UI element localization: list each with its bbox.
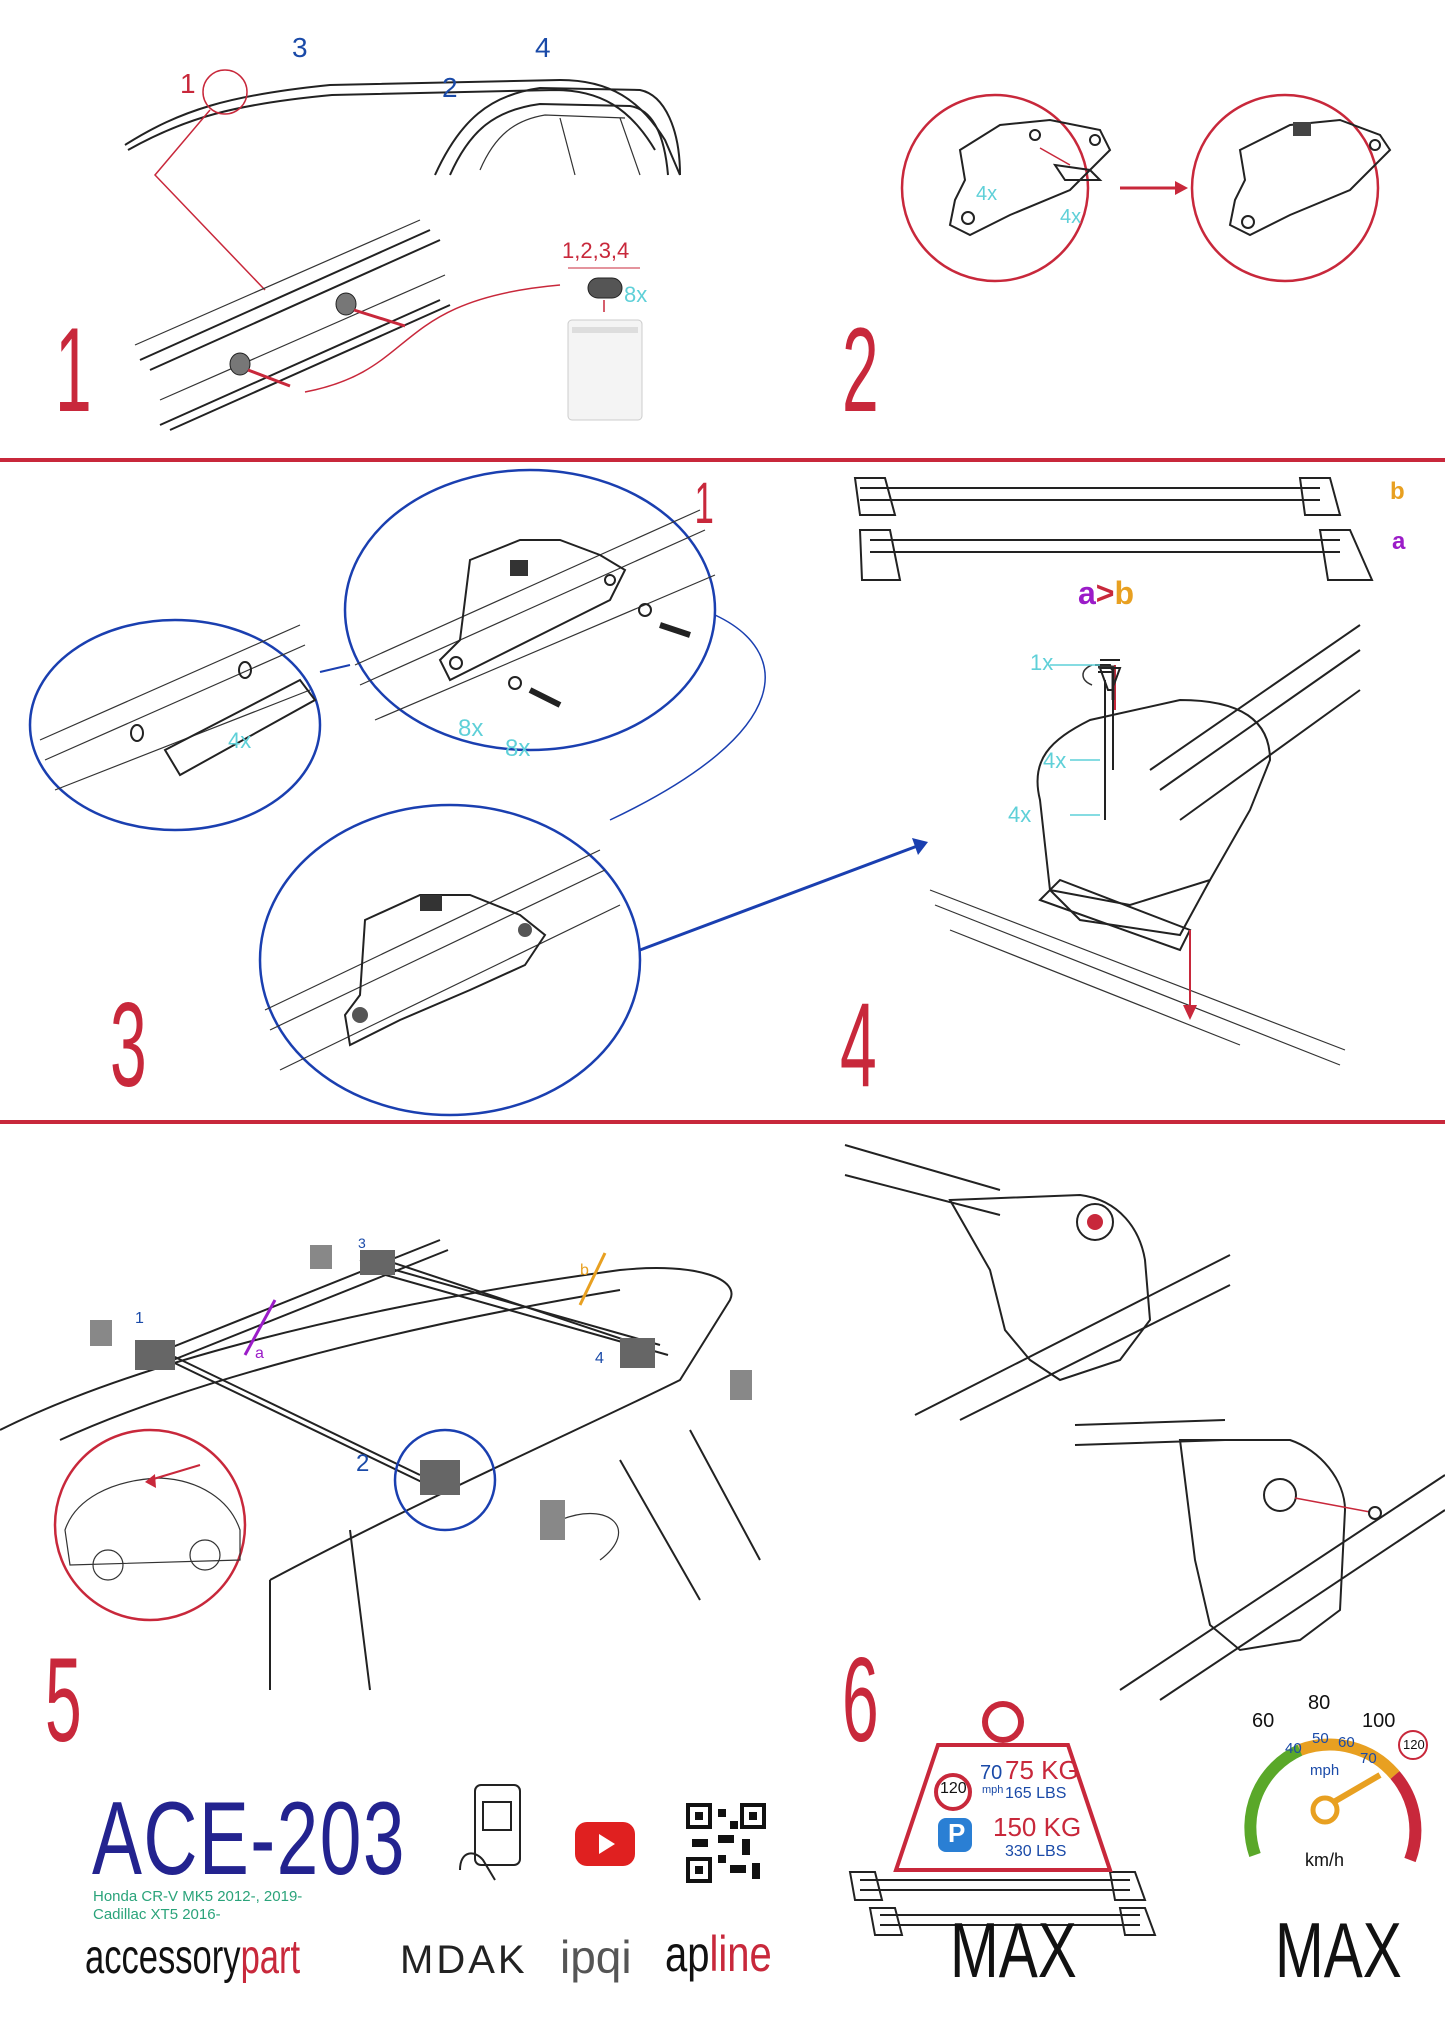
roof-point-1-label: 1 xyxy=(180,68,196,99)
mph-70: 70 xyxy=(1360,1750,1377,1767)
step-4-order-label: a>b xyxy=(1078,575,1134,612)
step-3-number: 3 xyxy=(110,978,147,1112)
mph-40: 40 xyxy=(1285,1740,1302,1757)
brand-ap-text: ap xyxy=(665,1926,710,1982)
brand-accessory-text: accessory xyxy=(85,1931,241,1984)
model-number: ACE-203 xyxy=(92,1781,406,1897)
step-3-bolt-qty: 8x xyxy=(505,735,531,762)
phone-qr-scan-icon xyxy=(459,1784,521,1881)
step-5-pos-1: 1 xyxy=(135,1310,144,1327)
roof-point-4-label: 4 xyxy=(535,32,551,63)
dynamic-load-lbs: 165 LBS xyxy=(1005,1785,1067,1802)
kmh-120: 120 xyxy=(1403,1737,1425,1752)
step-3-plate-drawing xyxy=(28,468,928,1117)
step-2-bracket-drawing xyxy=(900,93,1392,283)
step-5-car-drawing xyxy=(0,1239,761,1691)
cap-positions-label: 1,2,3,4 xyxy=(562,238,630,263)
cap-qty-label: 8x xyxy=(624,282,648,307)
fitment-line-1: Honda CR-V MK5 2012-, 2019- xyxy=(93,1888,303,1905)
speedometer-gauge xyxy=(1244,1730,1428,1863)
step-3-plate-qty: 4x xyxy=(228,728,252,753)
mph-unit: mph xyxy=(1310,1762,1340,1779)
speed-mph-value: 70 xyxy=(980,1762,1003,1784)
mph-50: 50 xyxy=(1312,1730,1329,1747)
step-3-washer-qty: 8x xyxy=(458,715,484,742)
step-3-substep-label: 1 xyxy=(694,471,714,536)
step-6-lock-drawing xyxy=(844,1144,1445,1936)
step-5-pos-3: 3 xyxy=(358,1235,366,1251)
step-4-washer-qty: 4x xyxy=(1008,802,1032,827)
kmh-60: 60 xyxy=(1252,1710,1275,1732)
brand-ipqi: ipqi xyxy=(560,1931,632,1983)
step-5-bar-a: a xyxy=(255,1345,264,1362)
step-1-roof-drawing xyxy=(124,69,681,431)
section-divider-2 xyxy=(0,1120,1445,1124)
step-5-pos-4: 4 xyxy=(595,1350,604,1367)
fitment-line-2: Cadillac XT5 2016- xyxy=(93,1906,221,1923)
load-max-label: MAX xyxy=(950,1906,1077,1994)
step-5-bar-b: b xyxy=(580,1262,589,1279)
brand-line-text: line xyxy=(709,1926,772,1982)
static-load-kg: 150 KG xyxy=(993,1812,1082,1842)
roof-point-2-label: 2 xyxy=(442,72,458,103)
step-5-number: 5 xyxy=(45,1633,82,1767)
order-a: a xyxy=(1078,575,1096,611)
section-divider-1 xyxy=(0,458,1445,462)
order-sign: > xyxy=(1095,575,1115,611)
youtube-icon[interactable] xyxy=(575,1822,635,1866)
speed-max-label: MAX xyxy=(1275,1906,1402,1994)
speed-mph-unit: mph xyxy=(982,1784,1004,1796)
parking-symbol: P xyxy=(948,1818,966,1848)
step-4-bar-b-label: b xyxy=(1390,478,1405,505)
kmh-80: 80 xyxy=(1308,1692,1331,1714)
kmh-unit: km/h xyxy=(1305,1850,1345,1870)
kmh-100: 100 xyxy=(1362,1710,1396,1732)
step-4-bar-a-label: a xyxy=(1392,528,1406,555)
order-b: b xyxy=(1114,575,1135,611)
step-4-foot-drawing xyxy=(853,477,1374,1066)
step-2-qty-left: 4x xyxy=(976,183,998,205)
step-4-bolt-qty: 4x xyxy=(1043,748,1067,773)
step-5-pos-2: 2 xyxy=(356,1450,370,1477)
step-2-number: 2 xyxy=(842,303,879,437)
step-1-number: 1 xyxy=(55,303,92,437)
mph-60: 60 xyxy=(1338,1734,1355,1751)
brand-mdak: MDAK xyxy=(400,1938,528,1982)
step-4-tool-qty: 1x xyxy=(1030,650,1054,675)
qr-code-icon[interactable] xyxy=(686,1803,766,1883)
step-4-number: 4 xyxy=(840,978,877,1112)
step-2-qty-right: 4x xyxy=(1060,206,1082,228)
speed-limit-value: 120 xyxy=(940,1780,967,1797)
load-weight-badge xyxy=(893,1701,1113,1872)
brand-accessorypart: accessorypart xyxy=(85,1930,300,1985)
static-load-lbs: 330 LBS xyxy=(1005,1843,1067,1860)
step-6-number: 6 xyxy=(842,1633,879,1767)
dynamic-load-kg: 75 KG xyxy=(1005,1755,1079,1785)
roof-point-3-label: 3 xyxy=(292,32,308,63)
brand-apline: apline xyxy=(665,1925,772,1983)
brand-part-text: part xyxy=(240,1931,301,1984)
